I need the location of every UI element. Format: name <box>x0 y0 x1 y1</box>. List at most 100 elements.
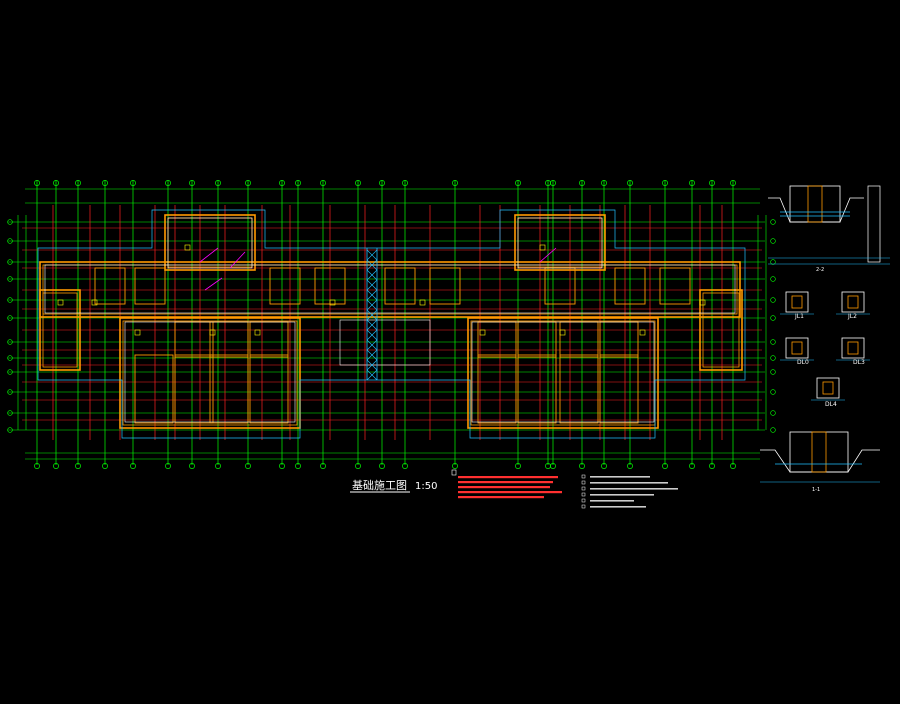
beam-section <box>841 337 865 359</box>
axis-bubble <box>7 427 13 433</box>
structure-outline <box>124 321 296 423</box>
note-bullet <box>581 486 586 491</box>
beam-core <box>791 341 803 355</box>
axis-bubble <box>452 180 458 186</box>
room-wall <box>209 321 249 358</box>
section-column <box>867 185 881 263</box>
axis-bubble <box>689 180 695 186</box>
axis-bubble <box>279 180 285 186</box>
column-marker <box>419 299 426 306</box>
column-marker <box>559 329 566 336</box>
lattice-brace <box>366 269 378 281</box>
wall-outline <box>699 289 743 371</box>
structure-outline <box>339 319 431 366</box>
axis-bubble <box>770 339 776 345</box>
annotation-leader <box>229 251 246 269</box>
beam-core <box>822 381 834 395</box>
room-wall <box>599 354 639 424</box>
axis-bubble <box>320 180 326 186</box>
corridor-wall <box>659 267 691 305</box>
beam-core <box>791 295 803 309</box>
note-line-red <box>458 476 558 479</box>
axis-bubble <box>7 389 13 395</box>
foundation-walls <box>39 214 743 429</box>
axis-bubble <box>102 463 108 469</box>
room-wall <box>134 354 174 424</box>
structure-outline <box>471 321 655 423</box>
note-line-white <box>590 506 646 508</box>
room-wall <box>209 354 249 424</box>
axis-bubble <box>355 180 361 186</box>
axis-bubble <box>355 463 361 469</box>
lattice-brace <box>366 339 378 351</box>
wall-outline <box>514 214 606 271</box>
room-wall <box>174 354 214 424</box>
axis-bubble <box>402 180 408 186</box>
wall-inner <box>702 292 740 368</box>
column-marker <box>254 329 261 336</box>
axis-bubble <box>7 297 13 303</box>
wall-outline <box>164 214 256 271</box>
lattice-brace <box>366 309 378 321</box>
axis-bubble <box>189 463 195 469</box>
column-marker <box>479 329 486 336</box>
note-line-white <box>590 488 678 490</box>
note-bullet <box>581 498 586 503</box>
axis-bubble <box>550 463 556 469</box>
axis-bubble <box>770 427 776 433</box>
section-wall <box>807 185 823 223</box>
axis-bubble <box>601 463 607 469</box>
lattice-brace <box>366 369 378 381</box>
section-body <box>789 185 841 223</box>
wall-inner <box>517 217 603 268</box>
note-line-red <box>458 496 544 499</box>
axis-bubble <box>662 180 668 186</box>
wall-inner <box>122 320 298 426</box>
beam-section <box>785 291 809 313</box>
beam-section <box>785 337 809 359</box>
lattice-brace <box>366 319 378 331</box>
axis-bubble <box>550 180 556 186</box>
axis-bubble <box>130 180 136 186</box>
structure-outline <box>44 264 736 314</box>
axis-bubble <box>165 180 171 186</box>
axis-bubbles <box>7 180 776 469</box>
corridor-wall <box>614 267 646 305</box>
corridor-wall <box>384 267 416 305</box>
column-marker <box>134 329 141 336</box>
note-marker <box>451 469 457 476</box>
beam-section <box>841 291 865 313</box>
structure-outline <box>167 217 253 269</box>
room-wall <box>249 354 289 424</box>
corridor-wall <box>94 267 126 305</box>
axis-bubble <box>7 369 13 375</box>
axis-bubble <box>75 463 81 469</box>
column-marker <box>209 329 216 336</box>
column-marker <box>57 299 64 306</box>
corridor-wall <box>269 267 301 305</box>
note-line-red <box>458 491 562 494</box>
annotation-leader <box>204 277 223 291</box>
beam-core <box>847 341 859 355</box>
foundation-boundary <box>37 209 746 439</box>
axis-bubble <box>215 463 221 469</box>
note-bullet <box>581 504 586 509</box>
column-marker <box>329 299 336 306</box>
axis-bubble <box>75 180 81 186</box>
axis-bubble <box>515 463 521 469</box>
corridor-wall <box>544 267 576 305</box>
column-marker <box>539 244 546 251</box>
axis-bubble <box>379 463 385 469</box>
wall-outline <box>39 289 81 371</box>
axis-bubble <box>770 355 776 361</box>
wall-inner <box>42 292 78 368</box>
lattice-brace <box>366 259 378 271</box>
lattice-brace <box>366 329 378 341</box>
structural-outlines <box>37 209 746 439</box>
room-wall <box>517 321 557 358</box>
section-label-top: 2-2 <box>816 267 824 273</box>
axis-bubble <box>215 180 221 186</box>
axis-bubble <box>7 276 13 282</box>
